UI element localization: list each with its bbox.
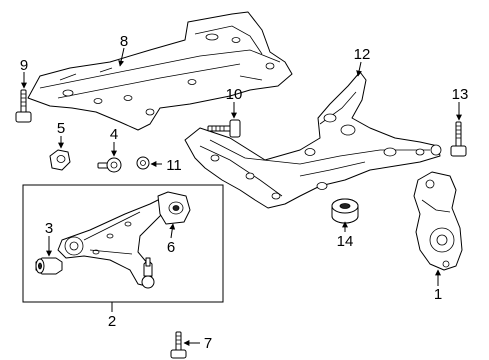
part-8-crossmember <box>27 11 293 131</box>
callout-labels: 8 9 12 10 13 5 4 11 3 6 14 1 2 7 <box>20 33 469 352</box>
callout-7: 7 <box>204 335 212 352</box>
part-12-subframe <box>184 71 442 209</box>
part-6-bushing <box>157 191 191 225</box>
callout-1: 1 <box>434 286 442 303</box>
callout-3: 3 <box>45 220 53 237</box>
part-3-bushing <box>35 257 63 275</box>
part-13-bolt <box>450 121 467 157</box>
part-5-nut <box>49 149 71 171</box>
part-1-steering-knuckle <box>413 171 463 271</box>
part-14-bushing <box>331 198 359 224</box>
part-4-bolt <box>97 157 122 173</box>
callout-11: 11 <box>166 157 182 174</box>
callout-5: 5 <box>57 120 65 137</box>
part-7-bolt <box>170 331 187 359</box>
leader-8 <box>118 47 125 67</box>
callout-6: 6 <box>167 239 175 256</box>
part-9-bolt <box>15 89 32 123</box>
leader-lines <box>21 47 462 346</box>
callout-2: 2 <box>108 313 116 330</box>
part-10-bolt <box>207 119 241 138</box>
callout-9: 9 <box>20 57 28 74</box>
callout-12: 12 <box>354 46 371 63</box>
callout-4: 4 <box>110 126 118 143</box>
part-2-lower-control-arm-group <box>22 184 224 303</box>
leader-12 <box>356 61 363 77</box>
callout-10: 10 <box>226 86 243 103</box>
callout-14: 14 <box>337 233 354 250</box>
leader-6 <box>169 223 176 239</box>
part-11-nut <box>136 156 150 170</box>
callout-8: 8 <box>120 33 128 50</box>
callout-13: 13 <box>452 86 469 103</box>
